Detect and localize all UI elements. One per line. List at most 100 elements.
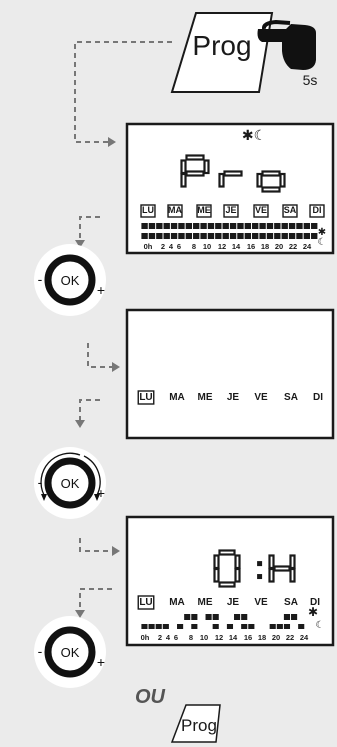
lcd-segment — [256, 172, 263, 188]
bar-top-hour-6 — [184, 614, 191, 620]
bar-top-hour-6 — [185, 223, 193, 229]
bar-bottom-hour-10 — [212, 624, 219, 629]
day-label-je: JE — [227, 392, 240, 403]
day-label-ve: VE — [254, 392, 268, 403]
comfort-sun-icon: ✱ — [308, 605, 318, 619]
ok-button[interactable] — [44, 457, 96, 509]
hour-tick-label: 22 — [289, 242, 297, 251]
hour-tick-label: 20 — [272, 633, 280, 642]
ok-button[interactable] — [44, 626, 96, 678]
day-label-ma: MA — [168, 205, 182, 215]
hour-tick-label: 8 — [189, 633, 193, 642]
flow-arrow — [74, 41, 172, 143]
bar-bottom-hour-5 — [177, 624, 184, 629]
day-box — [223, 204, 239, 218]
segment-display-text — [213, 549, 296, 588]
prog-button-small-group: Prog — [170, 704, 221, 743]
lcd-segment — [268, 554, 275, 570]
ok-button[interactable] — [44, 254, 96, 306]
hour-tick-label: 10 — [200, 633, 208, 642]
lcd-segment — [218, 549, 236, 556]
bar-bottom-hour-4 — [170, 233, 178, 239]
bar-bottom-hour-1 — [148, 624, 155, 629]
bar-bottom-hour-13 — [237, 233, 244, 239]
hour-tick-label: 24 — [303, 242, 312, 251]
colon-dot — [257, 574, 263, 580]
bar-bottom-hour-6 — [185, 233, 193, 239]
bar-top-hour-23 — [311, 223, 318, 229]
day-box — [137, 390, 155, 405]
ok-knob-3: OK-+ — [34, 616, 106, 688]
bar-top-hour-17 — [266, 223, 274, 229]
flow-arrow — [79, 538, 112, 552]
bar-bottom-hour-17 — [266, 233, 274, 239]
lcd-segment — [289, 567, 296, 583]
day-label-lu: LU — [139, 597, 152, 608]
prog-button-group: Prog 5s — [170, 12, 317, 93]
comfort-sun-icon: ✱ — [318, 227, 326, 238]
day-box — [282, 204, 298, 218]
bar-bottom-hour-7 — [193, 233, 200, 239]
program-bar-rows — [141, 223, 318, 239]
bar-top-hour-9 — [207, 223, 215, 229]
rotate-arrow-head — [94, 494, 100, 501]
lcd-segment — [234, 567, 241, 583]
bar-bottom-hour-3 — [163, 233, 170, 239]
pressing-hand-icon — [257, 19, 316, 70]
hour-tick-label: 16 — [247, 242, 255, 251]
hour-tick-label: 18 — [261, 242, 269, 251]
hour-tick-label: 12 — [215, 633, 223, 642]
day-label-sa: SA — [284, 597, 298, 608]
ok-knob-rotate: OK - + — [34, 447, 106, 519]
ok-label: OK — [61, 273, 80, 288]
flow-arrow — [79, 399, 100, 420]
ok-knob-1: OK-+ — [34, 244, 106, 316]
bar-bottom-hour-3 — [162, 624, 169, 629]
bar-top-hour-14 — [244, 223, 252, 229]
day-label-je: JE — [227, 597, 240, 608]
bar-bottom-hour-15 — [248, 624, 255, 629]
bar-bottom-hour-0 — [141, 624, 148, 629]
bar-top-hour-19 — [281, 223, 288, 229]
bar-bottom-hour-22 — [298, 624, 305, 629]
day-label-me: ME — [198, 392, 213, 403]
colon-dot — [257, 561, 263, 567]
bar-top-hour-10 — [212, 614, 219, 620]
hour-tick-label: 2 — [161, 242, 165, 251]
hour-tick-label: 2 — [158, 633, 162, 642]
day-label-di: DI — [313, 205, 322, 215]
hour-tick-label: 14 — [229, 633, 238, 642]
day-label-di: DI — [310, 597, 320, 608]
rotate-arc-icon — [83, 455, 101, 496]
hour-tick-label: 4 — [169, 242, 174, 251]
prog-button-small[interactable] — [170, 704, 221, 743]
bar-top-hour-18 — [274, 223, 281, 229]
bar-bottom-hour-11 — [222, 233, 229, 239]
hour-tick-label: 22 — [286, 633, 294, 642]
day-label-sa: SA — [284, 392, 298, 403]
bar-bottom-hour-20 — [283, 624, 291, 629]
lcd-frame — [125, 122, 335, 255]
bar-bottom-hour-23 — [311, 233, 318, 239]
flow-arrow — [79, 588, 112, 610]
day-label-me: ME — [197, 205, 211, 215]
bar-top-hour-11 — [222, 223, 229, 229]
minus-sign: - — [38, 271, 43, 287]
day-box — [140, 204, 156, 218]
bar-bottom-hour-2 — [155, 624, 162, 629]
hour-tick-label: 18 — [258, 633, 266, 642]
prog-button[interactable] — [170, 12, 274, 93]
minus-sign: - — [38, 474, 43, 490]
lcd-segment — [185, 154, 205, 161]
eco-moon-icon: ☾ — [316, 620, 325, 631]
ok-label: OK — [61, 476, 80, 491]
lcd-segment — [218, 581, 236, 588]
lcd-segment — [180, 172, 187, 188]
bar-bottom-hour-20 — [288, 233, 296, 239]
program-bar-rows — [141, 614, 305, 629]
plus-sign: + — [97, 485, 105, 501]
bar-top-hour-15 — [252, 223, 259, 229]
